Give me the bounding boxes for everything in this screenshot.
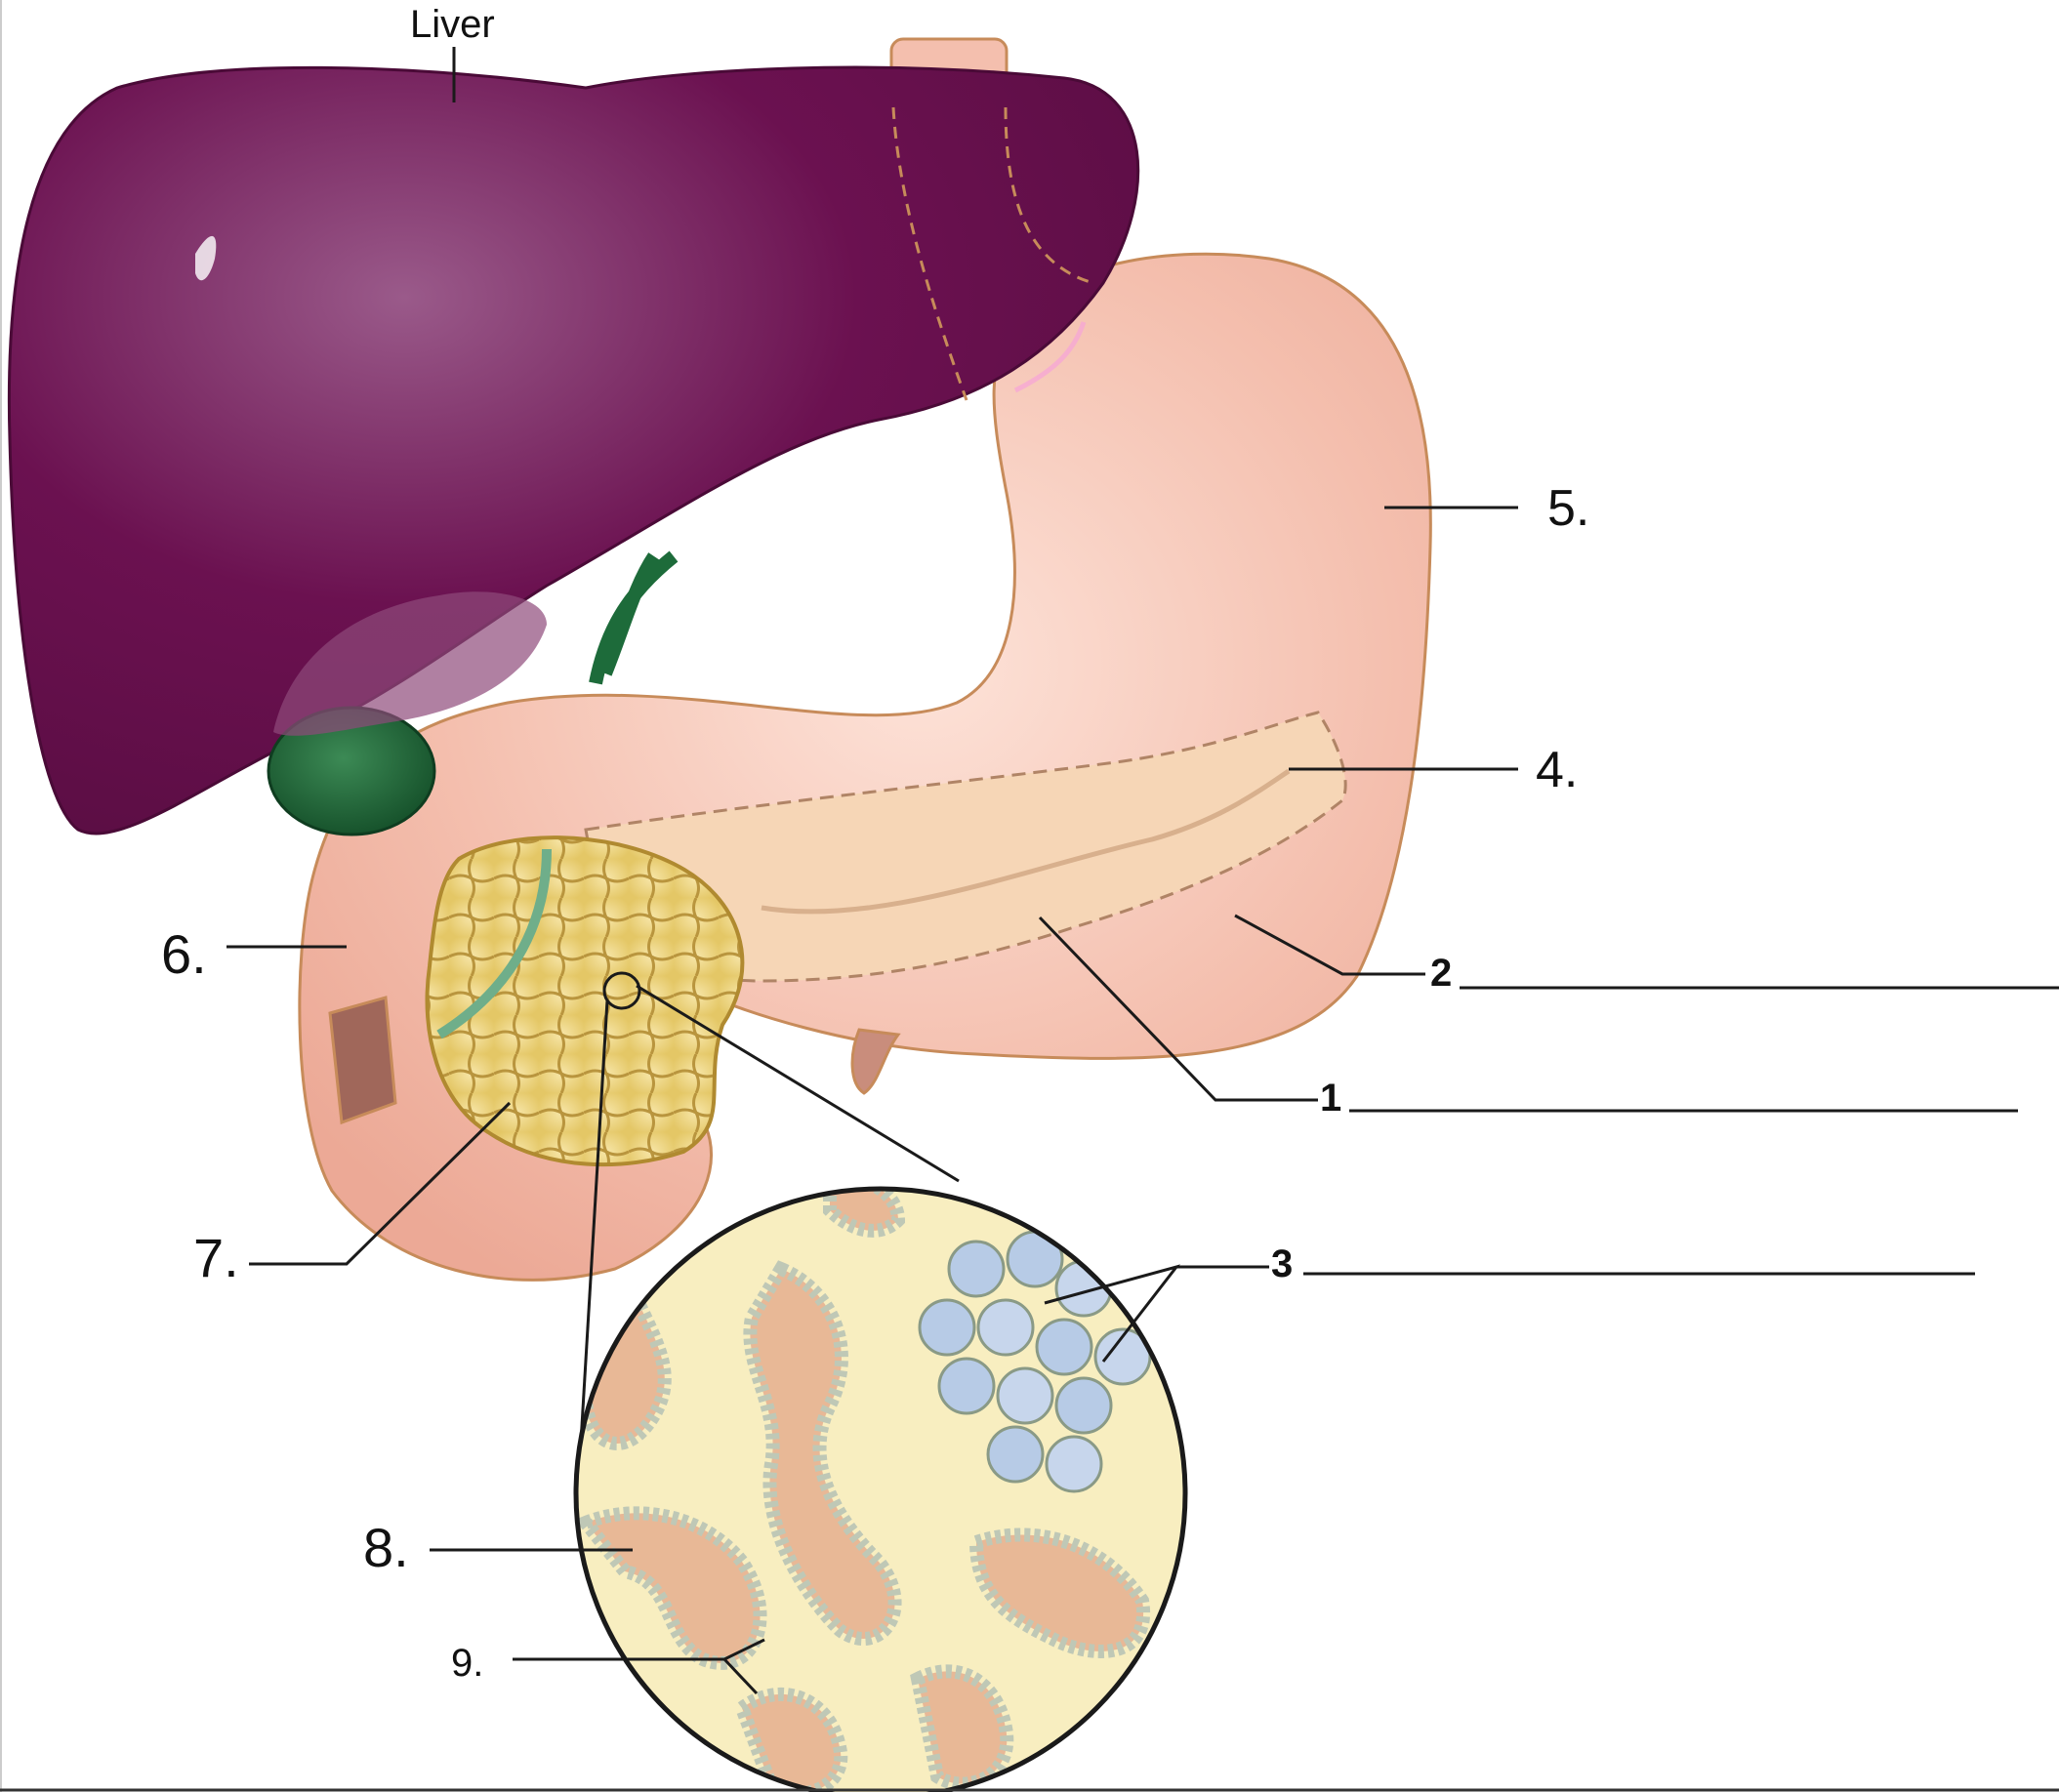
label-7: 7. — [193, 1227, 239, 1288]
duodenum-opening — [328, 996, 397, 1125]
magnified-circle-border — [573, 1186, 1188, 1792]
label-3: 3 — [1271, 1242, 1293, 1285]
pancreatic-duct — [761, 768, 1291, 915]
gallbladder-under-liver — [273, 591, 547, 736]
pancreas-body-tail — [584, 711, 1347, 983]
esophagus-dashed-outline — [891, 106, 1094, 401]
magnifier-source-circle — [602, 971, 641, 1010]
liver — [7, 65, 1140, 835]
label-6: 6. — [161, 923, 207, 985]
pancreas-head — [425, 835, 745, 1167]
label-4: 4. — [1536, 742, 1578, 798]
magnified-tissue — [576, 1189, 1185, 1792]
label-1: 1 — [1320, 1077, 1341, 1120]
liver-edge-highlight — [1013, 321, 1087, 393]
bile-duct — [589, 550, 679, 685]
duodenum-lumen — [850, 1028, 901, 1095]
label-9: 9. — [451, 1642, 483, 1685]
label-2: 2 — [1430, 952, 1452, 995]
label-8: 8. — [363, 1517, 409, 1578]
label-5: 5. — [1547, 480, 1589, 537]
label-liver: Liver — [410, 3, 495, 46]
common-bile-duct — [436, 848, 552, 1039]
islet-cells — [918, 1230, 1152, 1493]
liver-highlight — [195, 235, 217, 281]
